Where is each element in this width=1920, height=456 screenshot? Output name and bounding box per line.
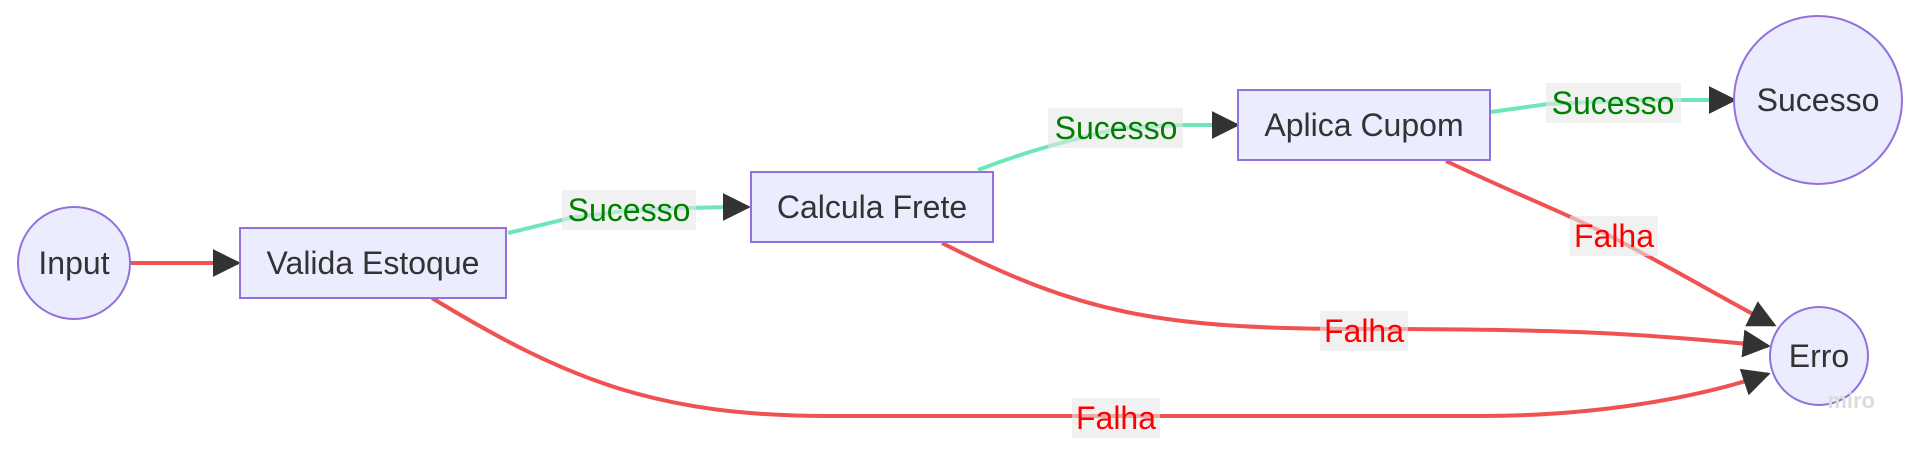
miro-watermark: miro	[1827, 388, 1875, 413]
node-label: Calcula Frete	[777, 189, 967, 225]
node-label: Sucesso	[1757, 82, 1880, 118]
node-label: Erro	[1789, 338, 1849, 374]
edge-label-valida-estoque-falha: Falha	[1072, 398, 1160, 438]
edge-label-aplica-cupom-sucesso: Sucesso	[1546, 83, 1681, 123]
edge-label-calcula-frete-sucesso: Sucesso	[1048, 108, 1183, 148]
edge-label-text: Sucesso	[1552, 85, 1675, 121]
node-label: Valida Estoque	[267, 245, 480, 281]
node-erro[interactable]: Erro	[1769, 306, 1869, 406]
edge-label-valida-estoque-sucesso: Sucesso	[562, 190, 696, 230]
node-label: Input	[38, 245, 109, 281]
edge-label-text: Sucesso	[568, 192, 691, 228]
edge-label-aplica-cupom-falha: Falha	[1570, 216, 1658, 256]
node-calcula-frete[interactable]: Calcula Frete	[750, 171, 994, 243]
edge-label-text: Sucesso	[1055, 110, 1178, 146]
edge-label-text: Falha	[1324, 313, 1404, 349]
node-input[interactable]: Input	[17, 206, 131, 320]
node-label: Aplica Cupom	[1264, 107, 1463, 143]
node-aplica-cupom[interactable]: Aplica Cupom	[1237, 89, 1491, 161]
node-sucesso[interactable]: Sucesso	[1733, 15, 1903, 185]
edge-label-text: Falha	[1076, 400, 1156, 436]
edge-valida-estoque-to-erro	[430, 296, 1771, 418]
edge-label-text: Falha	[1574, 218, 1654, 254]
edge-label-calcula-frete-falha: Falha	[1320, 311, 1408, 351]
node-valida-estoque[interactable]: Valida Estoque	[239, 227, 507, 299]
